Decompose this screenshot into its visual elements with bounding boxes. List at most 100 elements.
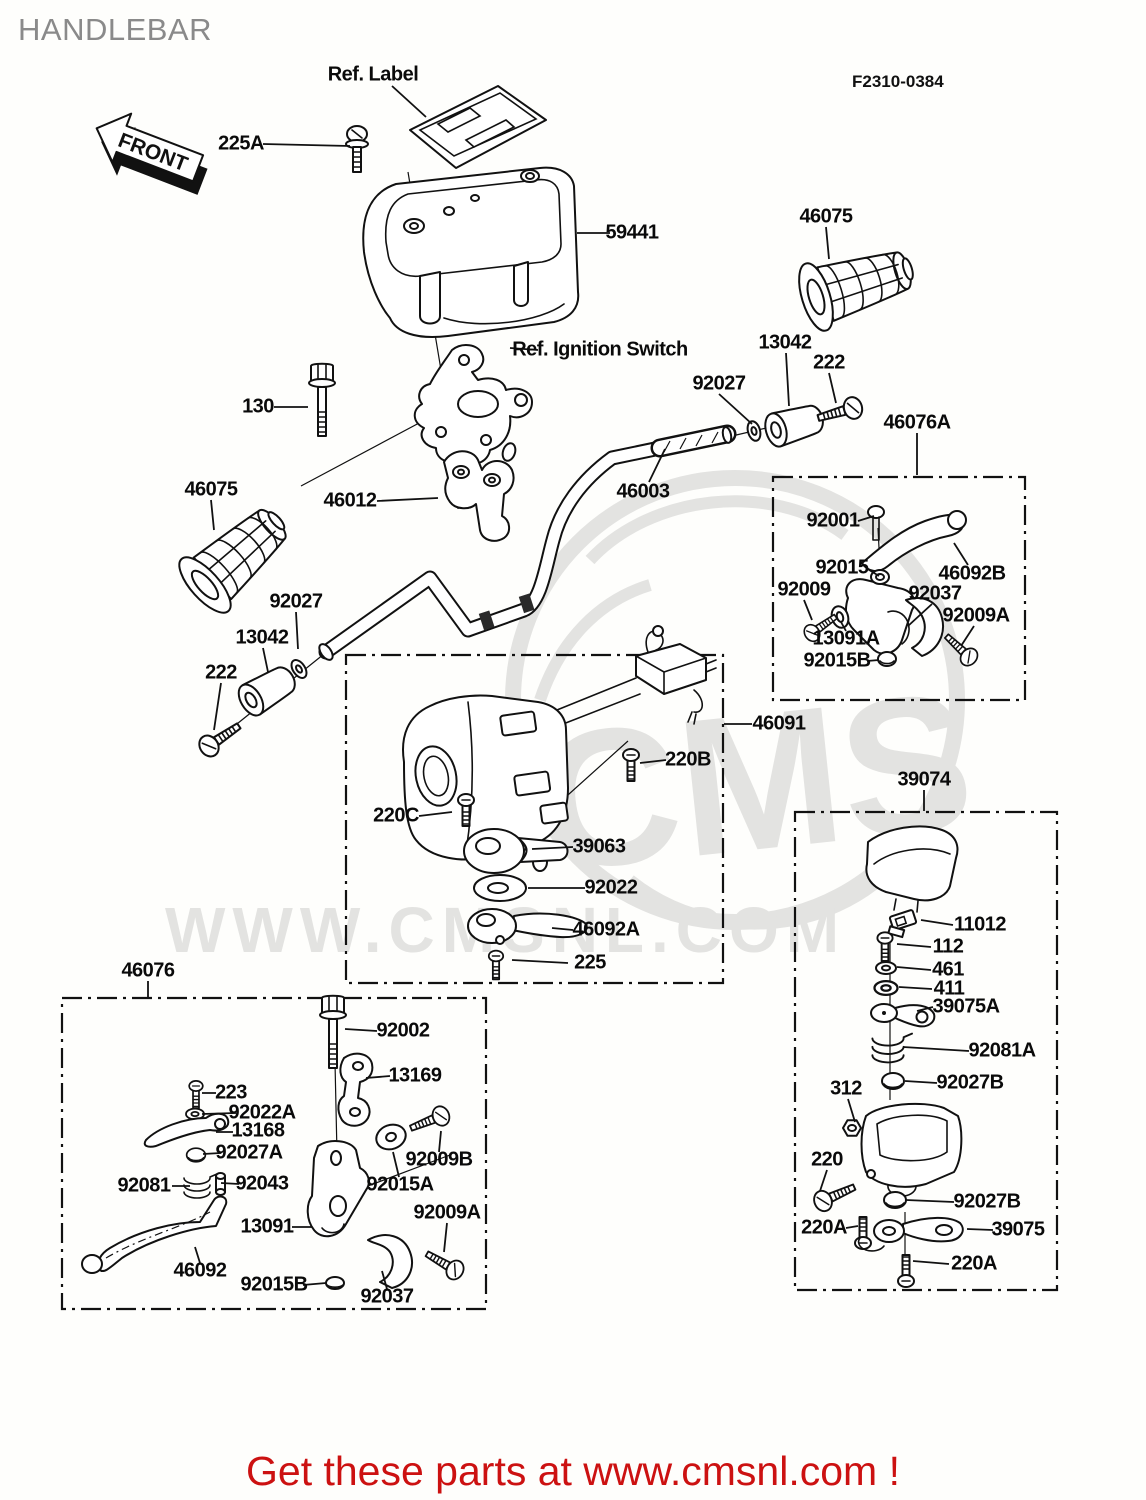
part-label-46012: 46012 [323,489,377,512]
part-label-46091: 46091 [752,712,806,735]
part-label-46092a: 46092A [572,918,640,941]
washer-411 [873,979,899,997]
switch-housing-46091 [402,625,717,872]
part-label-92027: 92027 [269,590,323,613]
leader-lines [147,85,994,1290]
lever-39075a [870,1003,936,1028]
part-label-92037: 92037 [908,582,962,605]
box-46076 [60,996,488,1311]
footer-cta[interactable]: Get these parts at www.cmsnl.com ! [246,1448,900,1494]
handlebar-clamp-46012 [443,450,515,542]
page-title: HANDLEBAR [18,12,212,47]
part-label-39075: 39075 [991,1218,1045,1241]
part-label-13091a: 13091A [812,627,880,650]
part-label-46076: 46076 [121,959,175,982]
nut-92015b-bottom [325,1276,345,1290]
part-label-46092: 46092 [173,1259,227,1282]
part-label-461: 461 [932,958,964,981]
box-46076a [771,475,1027,702]
throttle-cam-39063 [463,828,569,874]
front-arrow: FRONT [95,112,208,195]
cap-92027b-lower [883,1191,907,1209]
lever-13168 [143,1112,230,1148]
left-screw-222 [194,715,246,762]
cap-92027a [185,1147,207,1163]
part-label-13042: 13042 [758,331,812,354]
part-label-112: 112 [932,935,964,958]
brake-lever-assembly-46076a [830,505,967,667]
part-label-411: 411 [933,977,965,1000]
part-label-225: 225 [574,951,606,974]
bolt-92002 [319,994,347,1069]
part-label-13169: 13169 [388,1064,442,1087]
nut-312 [842,1119,862,1137]
part-label-220a: 220A [951,1252,997,1275]
screw-220a-bottom [897,1254,915,1288]
part-label-92027b: 92027B [936,1071,1004,1094]
bolt-225a [345,125,369,173]
part-label-92027b: 92027B [953,1190,1021,1213]
part-label-223: 223 [215,1081,247,1104]
part-label-130: 130 [242,395,274,418]
part-label-92015a: 92015A [366,1173,434,1196]
bracket-13169 [337,1052,374,1127]
part-label-222: 222 [205,661,237,684]
part-label-ref-label: Ref. Label [327,63,419,86]
part-label-92001: 92001 [806,509,860,532]
part-label-92009b: 92009B [405,1148,473,1171]
part-label-ref-ignition-switch: Ref. Ignition Switch [512,338,688,361]
part-label-39075a: 39075A [932,995,1000,1018]
screw-223 [188,1080,204,1109]
part-label-92015b: 92015B [803,649,871,672]
handlebar-cover-59441 [362,166,580,338]
part-label-13168: 13168 [231,1119,285,1142]
case-housing-39074-lower [860,1102,963,1197]
ref-label-plate [409,85,547,169]
screw-220 [809,1176,860,1215]
part-label-92037: 92037 [360,1285,414,1308]
part-label-92009a: 92009A [413,1201,481,1224]
part-label-92009a: 92009A [942,604,1010,627]
part-label-92027a: 92027A [215,1141,283,1164]
cmsnl-watermark: CMS WWW.CMSNL.COM [165,470,982,966]
part-label-39063: 39063 [572,835,626,858]
cap-92027b-upper [881,1072,905,1090]
box-46091 [344,653,725,985]
part-label-220b: 220B [665,748,711,771]
part-label-92043: 92043 [235,1172,289,1195]
clutch-lever-46092 [81,1195,228,1274]
bolt-92009b [406,1102,454,1139]
handlebar-tube-46003 [318,424,737,661]
part-label-92022a: 92022A [228,1101,296,1124]
part-label-92081: 92081 [117,1174,171,1197]
clamp-92037-bottom [367,1234,413,1289]
right-washer-92027 [744,418,764,444]
part-label-220a: 220A [801,1216,847,1239]
washer-92022 [473,874,527,902]
part-label-39074: 39074 [897,768,951,791]
part-label-13091: 13091 [240,1215,294,1238]
choke-lever-46092a [467,908,588,945]
part-label-92027: 92027 [692,372,746,395]
part-label-46076a: 46076A [883,411,951,434]
part-label-13042: 13042 [235,626,289,649]
part-label-46092b: 46092B [938,562,1006,585]
screw-220a-left [854,1216,872,1250]
right-weight-13042 [760,399,828,451]
lever-holder-13091 [306,1140,370,1238]
part-label-46075: 46075 [799,205,853,228]
part-label-92009: 92009 [777,578,831,601]
ignition-switch-bracket [413,344,533,465]
part-label-92002: 92002 [376,1019,430,1042]
part-label-46003: 46003 [616,480,670,503]
lever-39075 [857,1216,964,1252]
right-grip-46075 [791,233,923,336]
part-label-225a: 225A [218,132,264,155]
part-label-92081a: 92081A [968,1039,1036,1062]
part-label-92015b: 92015B [240,1273,308,1296]
part-label-92015: 92015 [815,556,869,579]
part-label-222: 222 [813,351,845,374]
part-label-220: 220 [811,1148,843,1171]
